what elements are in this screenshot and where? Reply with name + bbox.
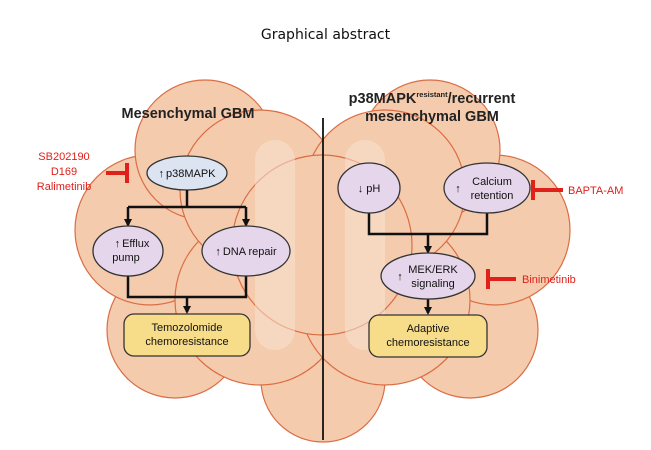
outcome-adaptive-chemoresistance: Adaptive chemoresistance <box>368 314 488 358</box>
arrow-up-icon: ↑ <box>397 271 403 283</box>
inhibitor-bapta-am: BAPTA-AM <box>568 185 623 197</box>
left-edges <box>124 190 250 314</box>
arrow-up-icon: ↑ <box>455 183 461 195</box>
inhibitor-binimetinib: Binimetinib <box>522 274 576 286</box>
svg-text:retention: retention <box>471 190 514 202</box>
svg-text:chemoresistance: chemoresistance <box>386 337 469 349</box>
svg-text:↑p38MAPK: ↑p38MAPK <box>158 168 216 180</box>
inhibitor-ralimetinib: Ralimetinib <box>37 181 91 193</box>
svg-text:signaling: signaling <box>411 278 454 290</box>
arrow-up-icon: ↑ <box>115 238 121 250</box>
svg-text:↓pH: ↓pH <box>358 183 381 195</box>
node-p38mapk: ↑p38MAPK <box>146 155 228 191</box>
svg-text:pump: pump <box>112 252 140 264</box>
node-dna-repair: ↑DNA repair <box>201 225 291 277</box>
node-efflux-pump: ↑Efflux pump <box>92 225 164 277</box>
inhibitor-sb202190: SB202190 <box>38 151 89 163</box>
svg-text:↑DNA repair: ↑DNA repair <box>215 246 277 258</box>
right-edges <box>367 213 489 315</box>
right-panel-title-line1: p38MAPKresistant/recurrent <box>349 90 516 107</box>
svg-text:Temozolomide: Temozolomide <box>152 322 223 334</box>
inhibitor-d169: D169 <box>51 166 77 178</box>
page-title: Graphical abstract <box>260 27 391 43</box>
svg-text:chemoresistance: chemoresistance <box>145 336 228 348</box>
arrow-up-icon: ↑ <box>158 168 164 180</box>
node-ph: ↓pH <box>337 162 401 214</box>
arrow-up-icon: ↑ <box>215 246 221 258</box>
inhibition-bar-mek-erk <box>486 269 516 289</box>
svg-text:Adaptive: Adaptive <box>407 323 450 335</box>
outcome-temozolomide-chemoresistance: Temozolomide chemoresistance <box>123 313 251 357</box>
right-panel-title-line2: mesenchymal GBM <box>365 109 499 125</box>
left-panel-title: Mesenchymal GBM <box>122 106 255 122</box>
inhibition-bar-calcium <box>531 180 563 200</box>
inhibition-bar-p38mapk <box>106 163 129 183</box>
svg-text:↑Efflux: ↑Efflux <box>115 238 150 250</box>
arrow-down-icon: ↓ <box>358 183 364 195</box>
svg-text:MEK/ERK: MEK/ERK <box>408 264 458 276</box>
node-mek-erk-signaling: ↑ MEK/ERK signaling <box>380 252 476 300</box>
node-calcium-retention: ↑ Calcium retention <box>443 162 531 214</box>
svg-text:Calcium: Calcium <box>472 176 512 188</box>
